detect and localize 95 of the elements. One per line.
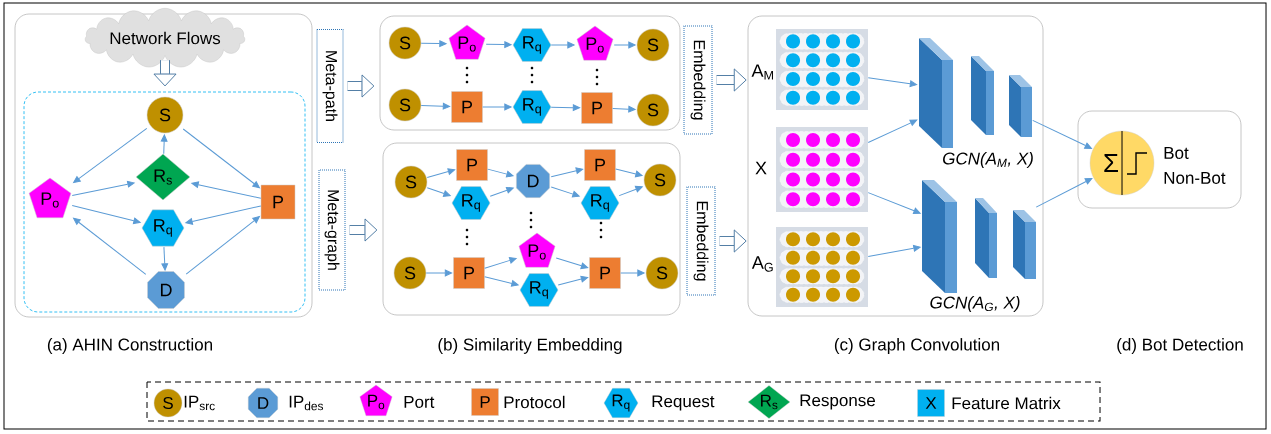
- legend-text: Port: [404, 396, 435, 408]
- label-box: Embedding: [686, 186, 716, 296]
- arrow: [550, 104, 581, 111]
- arrow: [867, 77, 918, 88]
- hexagon-node: R$_{q}$: [451, 186, 491, 220]
- arrow: [160, 134, 168, 155]
- arrow: [426, 168, 456, 178]
- label-box: Meta-graph: [318, 169, 346, 291]
- label-box: Meta-path: [316, 29, 344, 143]
- arrow: [867, 244, 921, 257]
- arrow: [612, 105, 636, 113]
- pentagon-node: P$_{o}$: [518, 232, 556, 268]
- hexagon-node: R$_{q}$: [141, 209, 185, 247]
- arrow: [185, 205, 262, 225]
- arrow: [484, 257, 517, 269]
- circle-node: S: [146, 96, 184, 134]
- circle-node: S: [645, 256, 679, 290]
- arrow: [716, 68, 747, 92]
- arrow: [420, 40, 447, 47]
- arrow: [550, 167, 584, 178]
- arrow: [1035, 178, 1093, 208]
- circle-node: S: [643, 163, 677, 197]
- circle-node: S: [394, 165, 428, 199]
- caption: (b) Similarity Embedding: [438, 338, 622, 354]
- arrow: [618, 185, 643, 197]
- caption: (d) Bot Detection: [1117, 338, 1243, 354]
- hexagon-node: R$_{q}$: [512, 28, 552, 62]
- arrow: [620, 269, 645, 277]
- arrow: [867, 119, 918, 144]
- arrow: [349, 218, 378, 242]
- diamond-node: R$_{s}$: [135, 153, 191, 201]
- output-label: Non-Bot: [1164, 172, 1226, 184]
- legend-text: Protocol: [504, 395, 565, 409]
- legend-text: IP$_{src}$: [184, 395, 215, 411]
- hexagon-node: R$_{q}$: [580, 186, 620, 220]
- matrix-label: A$_{M}$: [751, 64, 773, 80]
- arrow: [73, 127, 148, 184]
- arrow: [482, 103, 512, 111]
- circle-node: S: [393, 256, 427, 290]
- arrow: [550, 41, 575, 49]
- legend-text: Request: [652, 395, 715, 411]
- arrow: [420, 102, 451, 110]
- square-node: P: [451, 91, 483, 123]
- caption: (a) AHIN Construction: [47, 338, 212, 354]
- arrow: [867, 192, 921, 215]
- circle-node: S: [636, 93, 670, 127]
- arrow: [1032, 119, 1092, 149]
- octagon-node: D: [516, 164, 550, 198]
- square-node: P: [453, 257, 485, 289]
- square-node: P: [584, 149, 616, 181]
- square-node: P: [260, 184, 296, 220]
- arrow: [191, 181, 262, 199]
- arrow: [73, 217, 147, 275]
- arrow: [484, 276, 519, 287]
- gcn-label: GCN(A$_{G}$, X): [930, 296, 1020, 312]
- arrow: [615, 168, 643, 178]
- square-node: P: [456, 149, 488, 181]
- arrow: [719, 229, 747, 253]
- arrow: [485, 41, 512, 48]
- arrow: [185, 216, 260, 275]
- legend-text: Response: [800, 394, 875, 410]
- label-box: Embedding: [683, 25, 713, 135]
- arrow: [426, 187, 451, 197]
- arrow: [550, 186, 580, 198]
- pentagon-node: P$_{o}$: [28, 177, 72, 219]
- circle-node: S: [388, 26, 422, 60]
- pentagon-node: P$_{o}$: [576, 25, 614, 61]
- cloud: Network Flows: [85, 8, 245, 68]
- matrix-label: X: [755, 161, 767, 175]
- hexagon-node: R$_{q}$: [519, 273, 559, 307]
- circle-node: S: [636, 28, 670, 62]
- pentagon-node: P$_{o}$: [448, 24, 486, 60]
- matrix-label: A$_{G}$: [751, 256, 773, 272]
- output-label: Bot: [1164, 147, 1189, 159]
- arrow: [153, 60, 177, 87]
- arrow: [161, 246, 169, 271]
- legend-text: Feature Matrix: [952, 396, 1061, 410]
- arrow: [489, 186, 514, 197]
- gcn-label: GCN(A$_{M}$, X): [943, 152, 1033, 168]
- octagon-node: D: [147, 271, 185, 309]
- square-node: P: [581, 92, 613, 124]
- hexagon-node: R$_{q}$: [512, 90, 552, 124]
- arrow: [613, 41, 636, 49]
- arrow: [555, 257, 589, 270]
- arrow: [557, 275, 589, 286]
- legend-text: IP$_{des}$: [289, 395, 323, 411]
- arrow: [487, 168, 514, 178]
- circle-node: S: [388, 88, 422, 122]
- arrow: [71, 205, 141, 225]
- square-node: P: [589, 257, 621, 289]
- arrow: [182, 128, 260, 189]
- arrow: [347, 74, 375, 98]
- arrow: [71, 180, 135, 196]
- caption: (c) Graph Convolution: [834, 338, 999, 354]
- arrow: [425, 269, 453, 277]
